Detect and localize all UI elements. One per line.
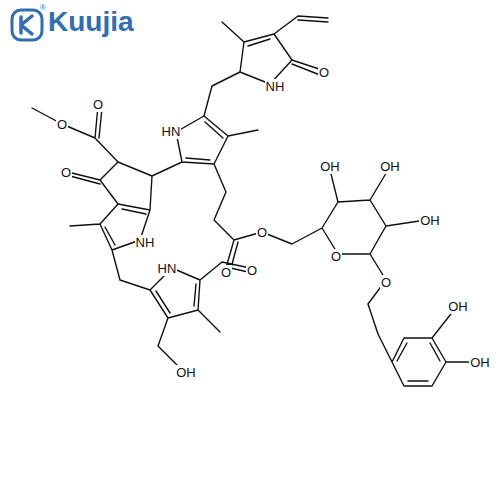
atom-label: OH — [419, 213, 441, 228]
logo-k-mark — [21, 16, 32, 34]
logo-icon — [12, 10, 42, 40]
atom-label: O — [56, 117, 68, 132]
atom-label: O — [256, 225, 268, 240]
atom-label: O — [318, 65, 330, 80]
atom-label: O — [60, 165, 72, 180]
double-bond-lines — [70, 20, 440, 381]
atom-label: O — [92, 97, 104, 112]
atom-label: O — [380, 275, 392, 290]
atom-label: NH — [135, 235, 156, 250]
logo-frame — [12, 10, 42, 40]
atom-label: O — [330, 249, 342, 264]
atom-label: O — [220, 265, 232, 280]
atom-label: OH — [319, 159, 341, 174]
atom-label: OH — [447, 299, 469, 314]
atom-label: O — [246, 263, 258, 278]
logo-text: Kuujia — [48, 8, 134, 36]
single-bonds — [32, 16, 478, 386]
atom-label: OH — [379, 159, 401, 174]
atom-label: OH — [469, 355, 491, 370]
logo-mark: ® — [40, 4, 46, 12]
atom-label: OH — [175, 365, 197, 380]
atom-label: HN — [161, 124, 182, 139]
atom-label: NH — [265, 79, 286, 94]
atom-label: HN — [157, 261, 178, 276]
